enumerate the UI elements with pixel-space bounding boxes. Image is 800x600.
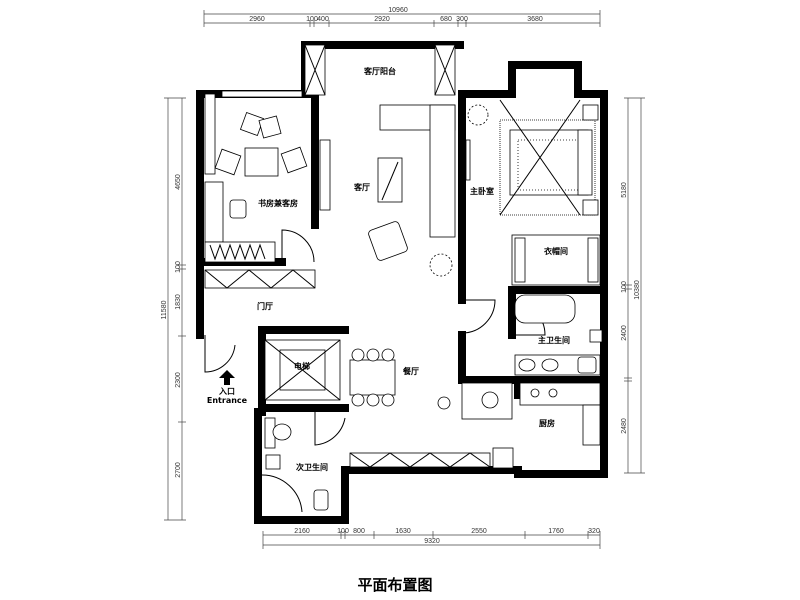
dim-left: 4650 <box>175 174 182 190</box>
room-master-bath: 主卫生间 <box>538 335 570 345</box>
dim-bottom: 2550 <box>471 528 487 535</box>
room-balcony: 客厅阳台 <box>363 66 396 76</box>
bottom-dimensions: 2160 100 800 1630 2550 1760 320 9320 <box>262 528 601 549</box>
room-study: 书房兼客房 <box>258 198 298 208</box>
right-dimensions: 5180 100 2400 2480 10380 <box>621 97 645 474</box>
dim-top: 680 <box>440 16 452 23</box>
dim-left: 100 <box>175 261 182 273</box>
dim-right: 100 <box>621 281 628 293</box>
dim-top-total: 10960 <box>388 7 408 14</box>
left-dimensions: 11580 4650 100 1830 2300 2700 <box>161 97 186 521</box>
plan-title: 平面布置图 <box>357 576 432 594</box>
dim-top: 400 <box>317 16 329 23</box>
room-second-bath: 次卫生间 <box>296 462 328 472</box>
dim-top: 3680 <box>527 16 543 23</box>
room-closet: 衣帽间 <box>544 246 568 256</box>
entrance-label-cn: 入口 <box>218 387 235 396</box>
room-living: 客厅 <box>353 182 370 192</box>
room-master-bedroom: 主卧室 <box>470 186 494 196</box>
room-labels: 客厅阳台 书房兼客房 客厅 主卧室 衣帽间 门厅 主卫生间 电梯 餐厅 厨房 次… <box>257 66 570 472</box>
room-dining: 餐厅 <box>402 366 419 376</box>
room-elevator: 电梯 <box>294 361 310 371</box>
dim-left: 1830 <box>175 294 182 310</box>
dim-top: 100 <box>306 16 318 23</box>
dim-right-total: 10380 <box>634 280 641 300</box>
dim-bottom: 800 <box>353 528 365 535</box>
top-dimensions: 10960 2960 100 400 2920 680 300 3680 <box>203 7 601 27</box>
room-kitchen: 厨房 <box>539 418 555 428</box>
dim-bottom: 320 <box>588 528 600 535</box>
dim-left: 2300 <box>175 372 182 388</box>
dim-top: 2920 <box>374 16 390 23</box>
windows <box>204 44 491 468</box>
dim-left: 2700 <box>175 462 182 478</box>
dim-left-total: 11580 <box>161 300 168 319</box>
dim-bottom: 100 <box>337 528 349 535</box>
dim-right: 2400 <box>621 325 628 341</box>
dim-bottom: 2160 <box>294 528 310 535</box>
dim-right: 5180 <box>621 182 628 198</box>
room-foyer: 门厅 <box>257 301 273 311</box>
entrance-label-en: Entrance <box>207 396 248 405</box>
dim-bottom: 1760 <box>548 528 564 535</box>
dim-top: 300 <box>456 16 468 23</box>
furniture <box>204 99 603 511</box>
entrance-marker: 入口 Entrance <box>207 370 248 405</box>
dim-top: 2960 <box>249 16 265 23</box>
dim-bottom: 1630 <box>395 528 411 535</box>
dim-bottom-total: 9320 <box>424 538 440 545</box>
dim-right: 2480 <box>621 418 628 434</box>
